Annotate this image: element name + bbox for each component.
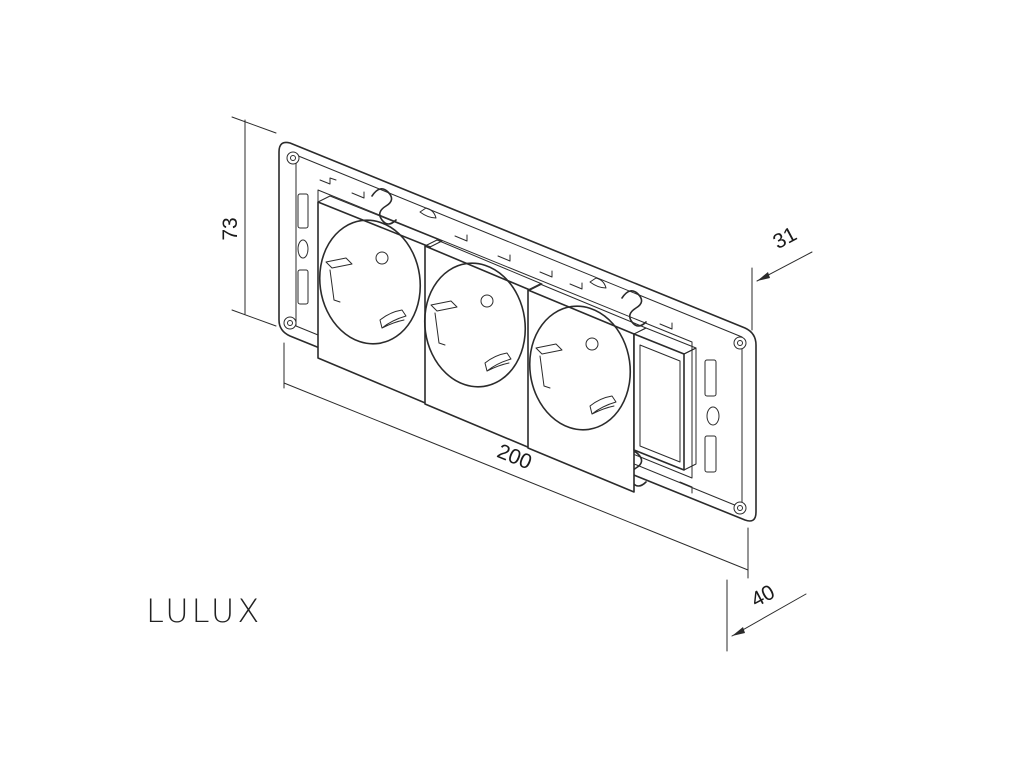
dimension-lines bbox=[231, 116, 813, 652]
blank-module bbox=[633, 327, 697, 471]
dimension-depth-front-label: 31 bbox=[769, 223, 800, 254]
socket-3 bbox=[527, 283, 647, 493]
dimension-height-label: 73 bbox=[219, 217, 242, 240]
dimension-depth-total-label: 40 bbox=[747, 581, 778, 612]
socket-2 bbox=[423, 239, 543, 449]
brand-logo: LULUX bbox=[146, 592, 263, 630]
